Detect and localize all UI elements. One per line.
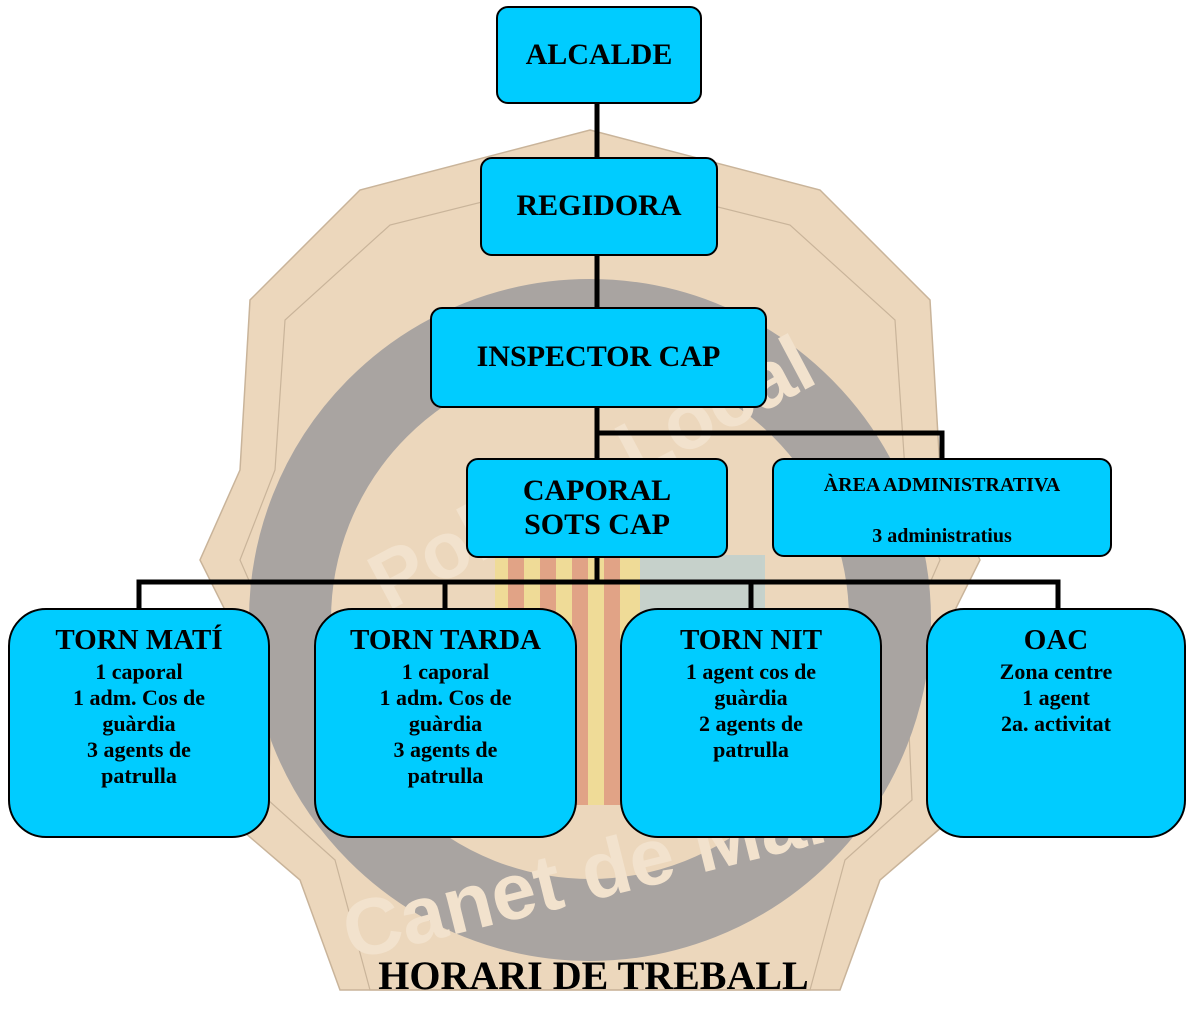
node-torn-tarda: TORN TARDA 1 caporal 1 adm. Cos de guàrd… bbox=[314, 608, 577, 838]
node-inspector-cap: INSPECTOR CAP bbox=[430, 307, 767, 408]
torn-tarda-line: 1 adm. Cos de bbox=[379, 685, 512, 711]
torn-nit-line: 2 agents de bbox=[699, 711, 803, 737]
node-regidora-title: REGIDORA bbox=[516, 189, 682, 223]
torn-tarda-line: patrulla bbox=[407, 763, 484, 789]
oac-line: Zona centre bbox=[999, 659, 1113, 685]
node-area-admin-detail: 3 administratius bbox=[872, 525, 1012, 547]
node-regidora: REGIDORA bbox=[480, 157, 718, 256]
torn-tarda-line: 1 caporal bbox=[401, 659, 490, 685]
torn-mati-line: 1 caporal bbox=[95, 659, 183, 685]
torn-nit-line: guàrdia bbox=[714, 685, 788, 711]
connectors bbox=[136, 103, 1061, 608]
torn-mati-line: guàrdia bbox=[102, 711, 176, 737]
node-torn-nit: TORN NIT 1 agent cos de guàrdia 2 agents… bbox=[620, 608, 882, 838]
oac-line: 2a. activitat bbox=[1001, 711, 1111, 737]
node-area-admin-title: ÀREA ADMINISTRATIVA bbox=[823, 474, 1061, 496]
torn-mati-line: 3 agents de bbox=[87, 737, 191, 763]
node-torn-mati: TORN MATÍ 1 caporal 1 adm. Cos de guàrdi… bbox=[8, 608, 270, 838]
torn-mati-title: TORN MATÍ bbox=[55, 624, 223, 656]
node-oac: OAC Zona centre 1 agent 2a. activitat bbox=[926, 608, 1186, 838]
node-alcalde-title: ALCALDE bbox=[525, 37, 673, 71]
torn-mati-line: 1 adm. Cos de bbox=[72, 685, 205, 711]
node-caporal-sots-cap: CAPORAL SOTS CAP bbox=[466, 458, 728, 558]
node-caporal-line2: SOTS CAP bbox=[524, 508, 670, 541]
node-inspector-title: INSPECTOR CAP bbox=[476, 340, 721, 374]
torn-mati-line: patrulla bbox=[101, 763, 177, 789]
node-area-administrativa: ÀREA ADMINISTRATIVA 3 administratius bbox=[772, 458, 1112, 557]
torn-tarda-title: TORN TARDA bbox=[350, 624, 541, 656]
torn-tarda-line: 3 agents de bbox=[393, 737, 498, 763]
torn-nit-line: 1 agent cos de bbox=[685, 659, 817, 685]
torn-nit-title: TORN NIT bbox=[679, 624, 823, 656]
node-caporal-line1: CAPORAL bbox=[522, 473, 672, 507]
oac-line: 1 agent bbox=[1022, 685, 1090, 711]
node-alcalde: ALCALDE bbox=[496, 6, 702, 104]
torn-tarda-line: guàrdia bbox=[408, 711, 483, 737]
torn-nit-line: patrulla bbox=[713, 737, 789, 763]
footer-heading: HORARI DE TREBALL bbox=[378, 953, 809, 998]
oac-title: OAC bbox=[1023, 624, 1089, 656]
